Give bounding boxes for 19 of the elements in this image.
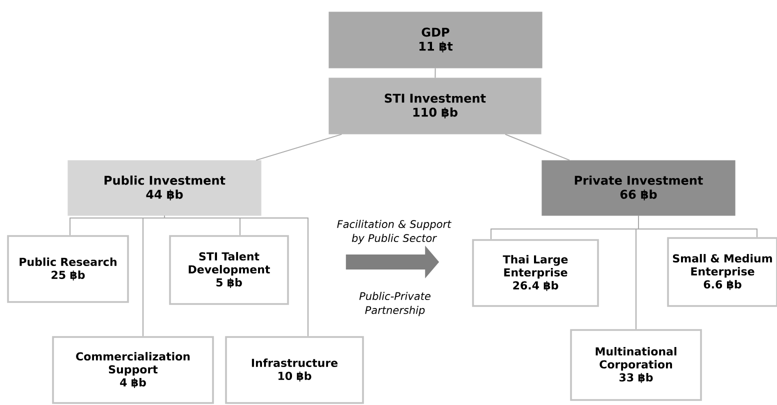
item-box: Infrastructure 10 ฿b (225, 336, 364, 404)
connector-line (164, 215, 308, 337)
item-box: STI Talent Development 5 ฿b (169, 235, 289, 305)
connector-line (504, 134, 570, 161)
item-box: Public Research 25 ฿b (7, 235, 129, 303)
item-box: Commercialization Support 4 ฿b (52, 336, 214, 404)
connector-line (638, 215, 758, 238)
summary-box: Public Investment 44 ฿b (68, 160, 262, 216)
connector-line (142, 215, 165, 337)
item-box: Thai Large Enterprise 26.4 ฿b (472, 239, 599, 307)
connector-line (434, 68, 436, 78)
summary-box: STI Investment 110 ฿b (328, 78, 542, 134)
edge-label: Facilitation & Support by Public Sector (337, 220, 452, 244)
summary-box: Private Investment 66 ฿b (542, 160, 736, 216)
connector-line (256, 134, 342, 161)
item-box: Small & Medium Enterprise 6.6 ฿b (667, 237, 777, 307)
note-text: Public-Private Partnership (359, 292, 430, 316)
summary-box: GDP 11 ฿t (328, 12, 542, 68)
item-box: Multinational Corporation 33 ฿b (570, 329, 702, 401)
